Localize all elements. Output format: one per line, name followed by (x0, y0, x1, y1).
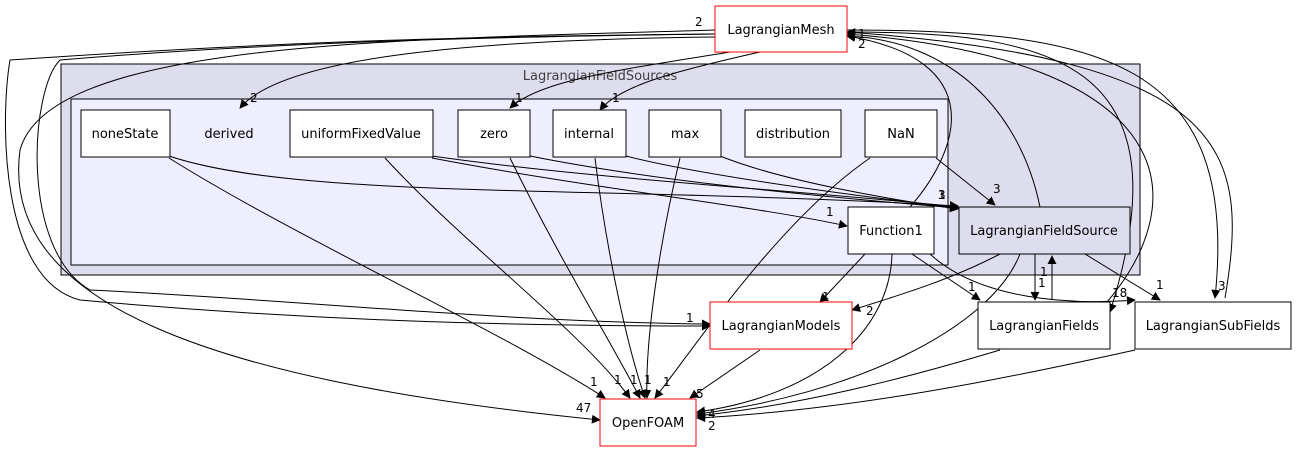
edge-nan-source (935, 157, 996, 206)
node-openfoam[interactable]: OpenFOAM (599, 398, 697, 447)
edge-label: 1 (515, 91, 523, 105)
node-nonestate[interactable]: noneState (80, 109, 171, 158)
edge-label: 4 (708, 407, 716, 421)
node-label: LagrangianFieldSource (970, 224, 1118, 239)
node-label: LagrangianModels (722, 319, 841, 334)
node-internal[interactable]: internal (552, 109, 627, 158)
edge-label: 3 (938, 188, 946, 202)
edge-label: 2 (250, 91, 258, 105)
edge-label: 2 (858, 37, 866, 51)
edge-nonestate-openfoam (168, 157, 606, 399)
edge-mesh-subfields (846, 29, 1221, 299)
edge-label: 1 (822, 290, 830, 304)
node-label: internal (564, 127, 614, 142)
edge-mesh-models-b (36, 33, 716, 329)
edges (4, 28, 1233, 424)
edge-internal-openfoam (594, 157, 647, 399)
edge-label: 3 (993, 182, 1001, 196)
edge-nonestate-source (168, 155, 959, 211)
edge-label: 5 (696, 387, 704, 401)
edge-label: 1 (938, 188, 946, 202)
node-zero[interactable]: zero (457, 109, 531, 158)
edge-fields-openfoam (696, 349, 1001, 420)
node-uniform-fixed-value[interactable]: uniformFixedValue (289, 109, 434, 158)
node-label: NaN (887, 127, 914, 142)
edge-zero-source (529, 155, 959, 212)
edge-label: 2 (708, 419, 716, 433)
node-label: distribution (756, 127, 830, 142)
edge-label: 1 (630, 373, 638, 387)
edge-source-mesh (846, 31, 1041, 208)
edge-function1-models (819, 253, 866, 303)
edge-label: 1 (858, 27, 866, 41)
edge-source-models (851, 253, 1001, 312)
edge-label: 1 (590, 375, 598, 389)
node-distribution[interactable]: distribution (744, 109, 842, 158)
edge-zero-openfoam (509, 157, 641, 399)
node-nan[interactable]: NaN (864, 109, 938, 158)
node-label: LagrangianMesh (727, 23, 834, 38)
edge-source-openfoam (696, 253, 1021, 418)
node-label: max (671, 127, 700, 142)
edge-models-openfoam (689, 349, 761, 399)
edge-label: 1 (1156, 278, 1164, 292)
edge-function1-openfoam (696, 253, 893, 416)
cluster-title: LagrangianFieldSources (523, 69, 678, 84)
node-label: zero (480, 127, 508, 142)
edge-label: 1 (938, 188, 946, 202)
edge-uniform-source (431, 155, 959, 211)
edge-subfields-mesh (846, 28, 1233, 299)
node-lagrangian-models[interactable]: LagrangianModels (709, 301, 853, 350)
node-lagrangian-sub-fields[interactable]: LagrangianSubFields (1134, 301, 1292, 350)
edge-nan-openfoam (654, 157, 871, 399)
node-label: LagrangianFields (989, 319, 1099, 334)
edge-label: 1 (1040, 265, 1048, 279)
node-label: uniformFixedValue (301, 127, 421, 142)
edge-label: 1 (1038, 276, 1046, 290)
edge-source-subfields (1084, 253, 1161, 301)
node-function1[interactable]: Function1 (847, 206, 935, 255)
edge-loop-models (4, 33, 716, 331)
edge-subfields-openfoam (696, 349, 1136, 423)
edge-label: 1 (614, 373, 622, 387)
edge-label: 1 (663, 375, 671, 389)
edge-label: 2 (695, 15, 703, 29)
cluster-derived-title: derived (204, 127, 253, 142)
edge-max-openfoam (642, 157, 681, 399)
edge-uniform-function1 (431, 157, 848, 229)
node-lagrangian-fields[interactable]: LagrangianFields (977, 301, 1111, 350)
edge-labels: 2 2 1 1 1 2 3 3 1 1 1 47 1 1 1 1 1 5 4 2… (250, 15, 1226, 433)
edge-label: 18 (1112, 286, 1127, 300)
edge-label: 47 (576, 401, 591, 415)
node-lagrangian-field-source[interactable]: LagrangianFieldSource (958, 206, 1131, 255)
node-label: OpenFOAM (612, 416, 684, 431)
node-label: LagrangianSubFields (1146, 319, 1281, 334)
node-max[interactable]: max (648, 109, 722, 158)
edge-uniform-openfoam (384, 157, 631, 399)
node-label: noneState (92, 127, 159, 142)
edge-function1-subfields (929, 253, 1136, 306)
edge-mesh-internal (599, 51, 761, 111)
edge-mesh-fields (846, 31, 1134, 313)
edge-label: 1 (686, 311, 694, 325)
node-lagrangian-mesh[interactable]: LagrangianMesh (714, 5, 848, 53)
edge-function1-mesh (846, 32, 952, 208)
edge-function1-fields (911, 253, 981, 301)
edge-label: 3 (1218, 279, 1226, 293)
edge-mesh-derived (239, 36, 716, 109)
edge-label: 2 (866, 304, 874, 318)
edge-mesh-zero (509, 51, 731, 109)
edge-label: 1 (644, 373, 652, 387)
edge-label: 1 (826, 205, 834, 219)
edge-label: 1 (968, 280, 976, 294)
edge-label: 1 (612, 91, 620, 105)
node-label: Function1 (859, 224, 923, 239)
edge-fields-mesh (846, 30, 1154, 311)
